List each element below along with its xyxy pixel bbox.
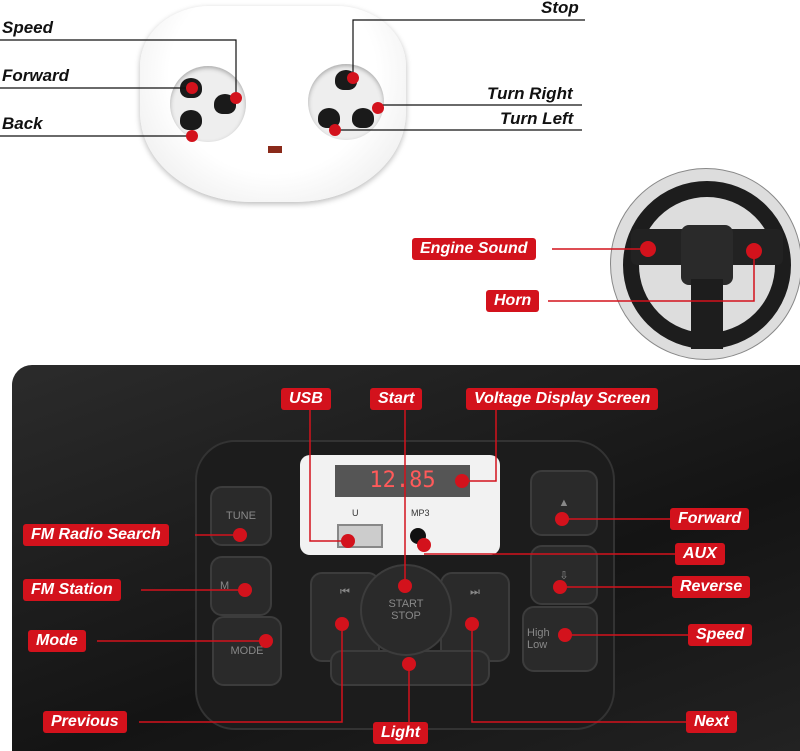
speed-switch[interactable]: High Low: [522, 606, 598, 672]
chevrolet-logo-icon: [681, 225, 733, 285]
label-forward-gear: Forward: [670, 508, 750, 530]
speed-high: High: [527, 627, 550, 639]
remote-control: [140, 6, 406, 202]
label-back: Back: [2, 114, 43, 133]
label-stop: Stop: [541, 0, 579, 17]
aux-port-label: MP3: [411, 508, 430, 518]
turn-right-button[interactable]: [352, 108, 374, 128]
indicator-light: [268, 146, 282, 153]
label-previous: Previous: [43, 711, 127, 733]
mode-button[interactable]: MODE: [212, 616, 282, 686]
stop-text: STOP: [391, 610, 421, 622]
label-turn-left: Turn Left: [500, 109, 574, 128]
next-button[interactable]: ⏭: [440, 572, 510, 662]
label-voltage-display: Voltage Display Screen: [466, 388, 659, 410]
label-engine-sound: Engine Sound: [412, 238, 536, 260]
label-turn-right: Turn Right: [487, 84, 573, 103]
light-button[interactable]: [330, 650, 490, 686]
label-reverse: Reverse: [672, 576, 751, 598]
label-speed: Speed: [2, 18, 54, 37]
label-usb: USB: [281, 388, 331, 410]
turn-left-button[interactable]: [318, 108, 340, 128]
label-start: Start: [370, 388, 423, 410]
usb-port-label: U: [352, 508, 359, 518]
right-pad: [308, 64, 384, 140]
label-mode: Mode: [28, 630, 86, 652]
label-aux: AUX: [675, 543, 725, 565]
start-text: START: [388, 598, 424, 610]
label-horn: Horn: [486, 290, 540, 312]
voltage-display: 12.85: [335, 465, 470, 497]
label-speed-switch: Speed: [688, 624, 753, 646]
reverse-gear-button[interactable]: ⇩: [530, 545, 598, 605]
start-stop-button[interactable]: START STOP: [360, 564, 452, 656]
steering-wheel-photo: [610, 168, 800, 360]
label-light: Light: [373, 722, 429, 744]
back-button[interactable]: [180, 110, 202, 130]
label-fm-radio-search: FM Radio Search: [23, 524, 169, 546]
label-next: Next: [686, 711, 737, 733]
label-fm-station: FM Station: [23, 579, 121, 601]
label-forward: Forward: [2, 66, 70, 85]
speed-low: Low: [527, 639, 548, 651]
